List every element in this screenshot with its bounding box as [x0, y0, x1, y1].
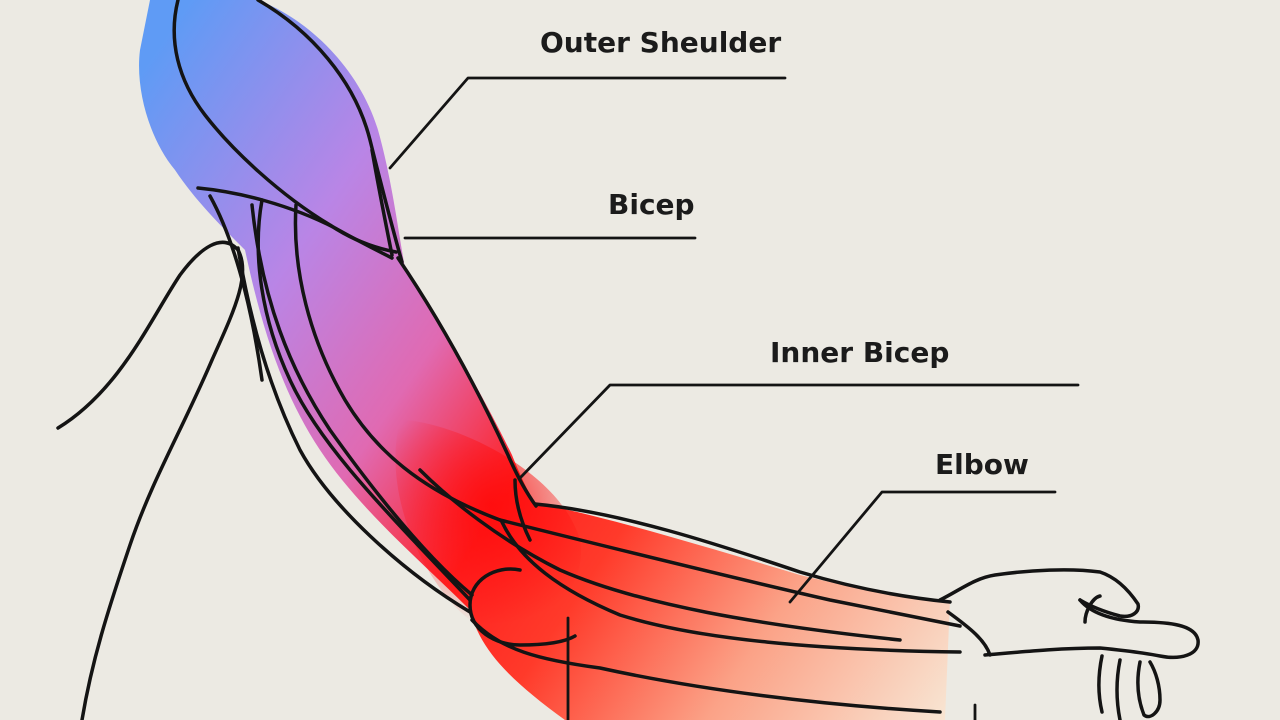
hand-finger-4: [1083, 594, 1102, 624]
leader-inner-bicep: [518, 383, 1080, 480]
hand-outline: [938, 568, 1141, 619]
hand-finger-2: [1115, 658, 1122, 720]
bicep-line-2: [293, 203, 502, 522]
leader-elbow: [788, 490, 1057, 604]
forearm-line-2: [500, 520, 962, 654]
upper-arm-outer-edge: [396, 256, 538, 508]
label-inner-bicep: Inner Bicep: [770, 336, 949, 369]
forearm-line-1: [498, 518, 962, 628]
forearm-top-edge: [533, 502, 952, 604]
bicep-line-3: [250, 203, 474, 597]
label-elbow: Elbow: [935, 448, 1029, 481]
label-bicep: Bicep: [608, 188, 695, 221]
hand-finger-3: [1136, 660, 1162, 719]
forearm-bottom-edge: [470, 618, 942, 714]
elbow-hot-spot: [395, 420, 581, 629]
hand-thumb: [983, 598, 1200, 660]
forearm-line-3: [418, 468, 902, 642]
deltoid-fold: [370, 148, 394, 257]
deltoid-lower-edge: [196, 186, 394, 260]
label-outer-shoulder: Outer Sheulder: [540, 26, 781, 59]
arm-fill: [139, 0, 950, 720]
torso-outline: [56, 240, 245, 720]
upper-arm-inner-edge: [236, 246, 472, 614]
leader-outer-shoulder: [388, 76, 787, 170]
hand-finger-1: [1097, 654, 1104, 714]
deltoid-inner-line: [256, 0, 404, 264]
elbow-crease: [513, 478, 532, 542]
hand-palm-line: [946, 610, 992, 657]
